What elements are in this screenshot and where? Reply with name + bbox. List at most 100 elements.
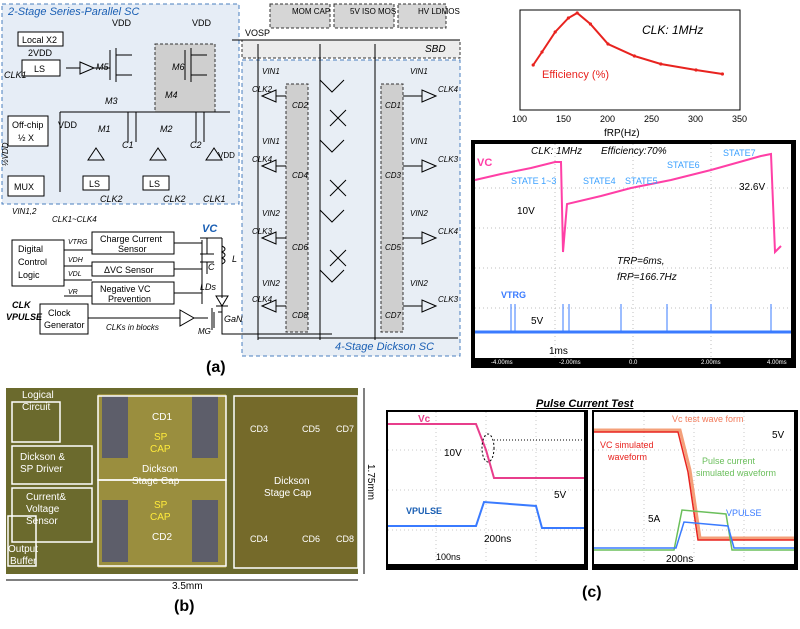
svg-text:M2: M2	[160, 124, 173, 134]
svg-text:SBD: SBD	[425, 44, 446, 55]
efficiency-xtick-label: 150	[556, 114, 571, 124]
efficiency-point	[531, 63, 535, 67]
svg-text:VC: VC	[202, 223, 218, 235]
svg-text:TRP=6ms,: TRP=6ms,	[617, 256, 665, 267]
efficiency-point	[540, 50, 544, 54]
svg-text:CLK1: CLK1	[203, 194, 226, 204]
svg-text:Local X2: Local X2	[22, 35, 57, 45]
svg-text:MUX: MUX	[14, 182, 34, 192]
svg-text:Sensor: Sensor	[26, 516, 58, 527]
efficiency-point	[606, 42, 610, 46]
svg-text:1ms: 1ms	[549, 346, 568, 357]
efficiency-xlabel: fRP(Hz)	[604, 128, 640, 139]
svg-text:Digital: Digital	[18, 244, 43, 254]
svg-text:CD5: CD5	[385, 243, 402, 252]
svg-text:CD1: CD1	[385, 101, 401, 110]
svg-text:5V: 5V	[772, 430, 785, 441]
svg-text:CD7: CD7	[385, 311, 402, 320]
svg-text:LDs: LDs	[200, 282, 217, 292]
svg-text:200ns: 200ns	[484, 534, 511, 545]
svg-text:MOM CAP: MOM CAP	[292, 7, 330, 16]
svg-text:HV LDMOS: HV LDMOS	[418, 7, 460, 16]
svg-text:10V: 10V	[517, 206, 535, 217]
svg-text:M4: M4	[165, 90, 178, 100]
efficiency-xtick-label: 200	[600, 114, 615, 124]
svg-text:CD2: CD2	[152, 532, 172, 543]
svg-text:LS: LS	[89, 179, 100, 189]
svg-text:Stage Cap: Stage Cap	[132, 476, 180, 487]
svg-text:½ X: ½ X	[18, 133, 34, 143]
svg-text:CLK1: CLK1	[4, 70, 27, 80]
svg-text:CD4: CD4	[292, 171, 309, 180]
efficiency-plot-frame	[519, 9, 741, 111]
svg-text:Voltage: Voltage	[26, 504, 60, 515]
svg-text:10V: 10V	[444, 448, 462, 459]
svg-text:CLK2: CLK2	[100, 194, 123, 204]
panel-c-label: (c)	[582, 584, 602, 601]
svg-text:VIN1,2: VIN1,2	[12, 207, 37, 216]
oscilloscope-1-plot: CLK: 1MHz Efficiency:70% VC STATE 1~3 ST…	[474, 144, 791, 366]
svg-text:SP: SP	[154, 432, 168, 443]
svg-text:VC: VC	[477, 157, 492, 169]
svg-text:VPULSE: VPULSE	[406, 506, 442, 516]
efficiency-point	[588, 22, 592, 26]
efficiency-point	[632, 54, 636, 58]
svg-text:M1: M1	[98, 124, 111, 134]
svg-text:CD4: CD4	[250, 534, 268, 544]
svg-text:LS: LS	[34, 64, 45, 74]
svg-text:200ns: 200ns	[666, 554, 693, 565]
svg-text:Logic: Logic	[18, 270, 40, 280]
efficiency-point	[720, 72, 724, 76]
svg-text:MG: MG	[198, 327, 211, 336]
svg-text:CLK3: CLK3	[438, 155, 459, 164]
efficiency-clk-label: CLK: 1MHz	[642, 23, 703, 37]
svg-text:Clock: Clock	[48, 308, 71, 318]
svg-text:fRP=166.7Hz: fRP=166.7Hz	[617, 272, 677, 283]
svg-text:Dickson: Dickson	[274, 476, 310, 487]
svg-text:Vc test wave form: Vc test wave form	[672, 414, 744, 424]
svg-text:100ns: 100ns	[436, 552, 461, 562]
svg-text:VDD: VDD	[58, 120, 78, 130]
dickson-left-column	[285, 83, 309, 333]
svg-text:Pulse current: Pulse current	[702, 456, 756, 466]
schematic-panel-a: 2-Stage Series-Parallel SC 4-Stage Dicks…	[1, 3, 461, 357]
svg-text:CLK4: CLK4	[252, 155, 273, 164]
svg-text:STATE 1~3: STATE 1~3	[511, 176, 556, 186]
svg-text:Current&: Current&	[26, 492, 66, 503]
svg-text:Logical: Logical	[22, 390, 54, 401]
svg-text:VC simulated: VC simulated	[600, 440, 654, 450]
svg-text:M3: M3	[105, 96, 118, 106]
svg-text:CLK4: CLK4	[438, 85, 459, 94]
svg-text:VIN2: VIN2	[262, 279, 280, 288]
svg-text:Circuit: Circuit	[22, 402, 51, 413]
efficiency-point	[575, 11, 579, 15]
svg-text:1.75mm: 1.75mm	[365, 464, 376, 500]
svg-text:C2: C2	[190, 140, 202, 150]
svg-text:Charge Current: Charge Current	[100, 234, 163, 244]
svg-text:LS: LS	[149, 179, 160, 189]
svg-text:-4.00ms: -4.00ms	[491, 360, 513, 366]
svg-text:CLK2: CLK2	[252, 85, 273, 94]
efficiency-xtick-label: 300	[688, 114, 703, 124]
svg-text:CD2: CD2	[292, 101, 309, 110]
svg-text:M5: M5	[96, 62, 109, 72]
svg-text:VIN1: VIN1	[262, 67, 280, 76]
pulse-test-title: Pulse Current Test	[536, 398, 634, 410]
efficiency-xtick-label: 100	[512, 114, 527, 124]
scope1-screen	[475, 144, 791, 358]
svg-text:CLK3: CLK3	[252, 227, 273, 236]
svg-text:CAP: CAP	[150, 512, 171, 523]
svg-text:Off-chip: Off-chip	[12, 120, 43, 130]
svg-text:2.00ms: 2.00ms	[701, 360, 721, 366]
svg-text:STATE7: STATE7	[723, 148, 756, 158]
svg-text:CLK4: CLK4	[438, 227, 459, 236]
svg-text:VIN2: VIN2	[410, 209, 428, 218]
legend-iso	[333, 3, 395, 29]
svg-text:Output: Output	[8, 544, 38, 555]
svg-text:32.6V: 32.6V	[739, 182, 765, 193]
die-photo: Logical Circuit Dickson & SP Driver Curr…	[2, 384, 380, 592]
svg-text:VDD: VDD	[112, 18, 132, 28]
svg-text:5A: 5A	[648, 514, 661, 525]
efficiency-point	[553, 30, 557, 34]
scope1-vc-trace	[474, 152, 782, 255]
